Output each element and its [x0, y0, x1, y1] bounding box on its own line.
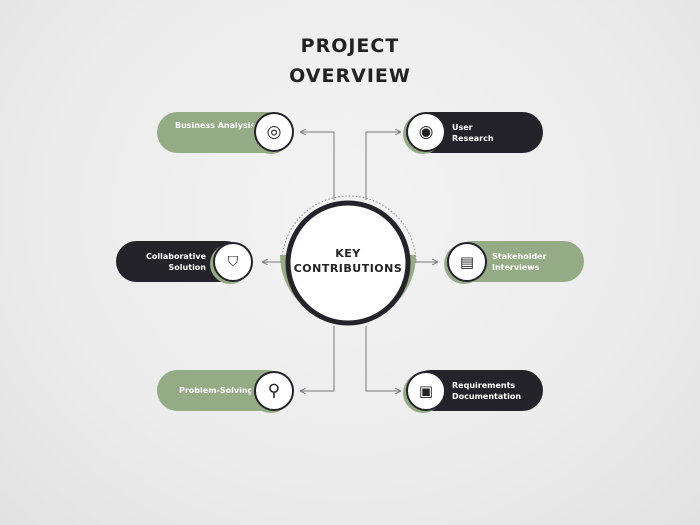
connector-business-analysis	[301, 132, 335, 200]
dotted-arc	[281, 195, 417, 264]
center-circle	[285, 200, 411, 326]
connector-user-research	[365, 132, 400, 200]
title-line-2: OVERVIEW	[289, 65, 411, 87]
center-label: KEY CONTRIBUTIONS	[286, 246, 410, 276]
node-label: Problem-Solving	[179, 386, 254, 395]
document-search-icon: ▤	[447, 242, 487, 282]
connector-problem-solving	[301, 326, 335, 391]
magnifier-gear-icon: ⚲	[254, 371, 294, 411]
node-label: Business Analysis	[175, 121, 256, 130]
monitor-chart-icon: ▣	[406, 371, 446, 411]
research-target-icon: ◉	[406, 112, 446, 152]
target-icon: ◎	[254, 112, 294, 152]
center-label-line-2: CONTRIBUTIONS	[293, 262, 403, 275]
shield-scan-icon: ⛉	[213, 242, 253, 282]
center-label-line-1: KEY	[335, 247, 361, 260]
connector-requirements	[365, 326, 400, 391]
title-line-1: PROJECT	[300, 35, 400, 57]
